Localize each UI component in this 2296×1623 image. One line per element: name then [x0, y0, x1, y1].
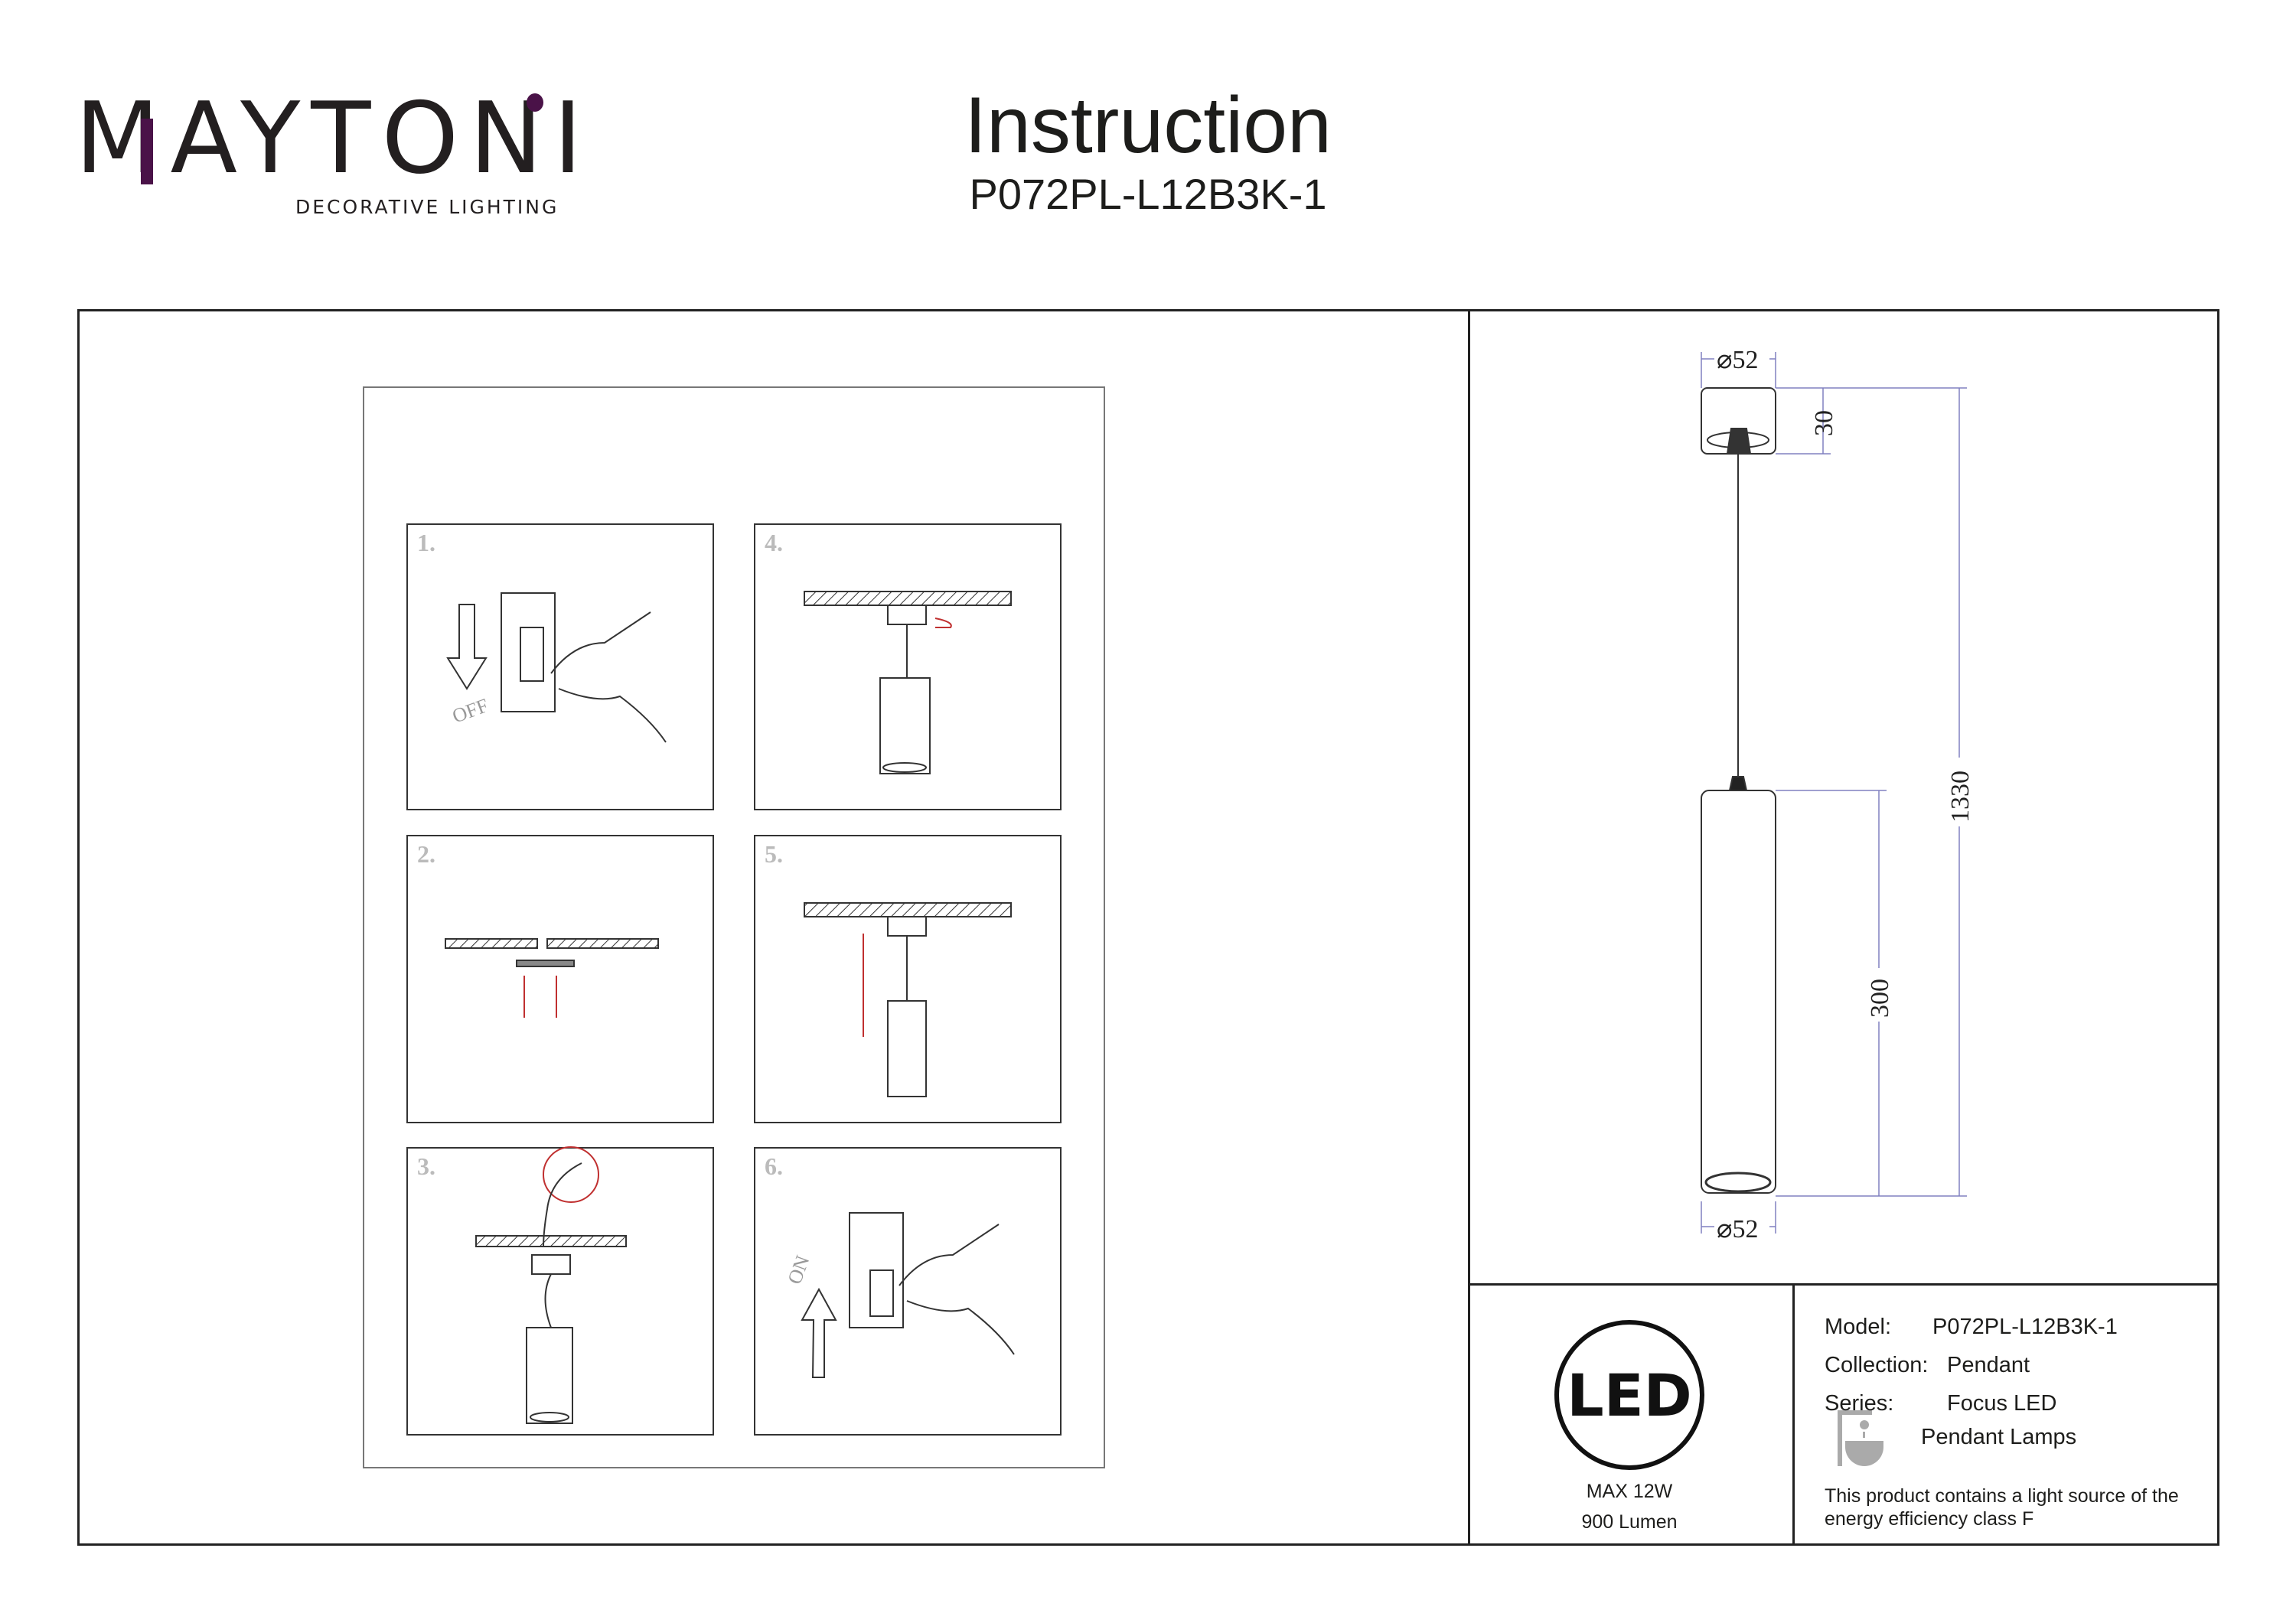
step-panel-1: [406, 523, 714, 810]
step-label-on: ON: [783, 1253, 814, 1287]
switch-on-icon: [801, 1212, 1015, 1378]
step-number: 3.: [417, 1152, 435, 1180]
dim-top-diameter: ⌀52: [1717, 346, 1758, 374]
dim-bottom-diameter: ⌀52: [1717, 1215, 1758, 1243]
main-frame: [77, 309, 2219, 1546]
led-badge-text: LED: [1567, 1361, 1691, 1429]
power-rating: MAX 12W: [1586, 1481, 1673, 1502]
step-panel-3: [406, 1147, 714, 1436]
logo-accent-bar: [141, 119, 153, 184]
step-number: 4.: [765, 529, 783, 556]
dim-body-height: 300: [1866, 979, 1894, 1018]
pendant-lamp-category-icon: [1838, 1410, 1883, 1466]
instruction-sheet: [363, 386, 1105, 1468]
collection-value: Pendant: [1947, 1353, 2030, 1377]
brand-tagline: DECORATIVE LIGHTING: [295, 196, 559, 218]
divider-horizontal: [1468, 1283, 2219, 1286]
ceiling-mount-icon: [445, 938, 659, 1018]
step-number: 1.: [417, 529, 435, 556]
series-label: Series:: [1825, 1391, 1894, 1416]
step-panel-4: [754, 523, 1062, 810]
model-subtitle: P072PL-L12B3K-1: [969, 170, 1327, 218]
step-number: 6.: [765, 1152, 783, 1180]
step-number: 2.: [417, 840, 435, 868]
dim-canopy-height: 30: [1810, 410, 1838, 436]
step-panel-2: [406, 835, 714, 1123]
step-number: 5.: [765, 840, 783, 868]
step-panel-6: [754, 1147, 1062, 1436]
lumen-rating: 900 Lumen: [1581, 1511, 1678, 1533]
pendant-lamp-drawing: [1701, 387, 1776, 1194]
led-badge-icon: [1554, 1320, 1704, 1470]
collection-label: Collection:: [1825, 1353, 1929, 1377]
switch-off-icon: [446, 592, 667, 743]
dim-total-height: 1330: [1946, 771, 1975, 823]
page-title: Instruction: [964, 81, 1332, 170]
energy-note: This product contains a light source of …: [1825, 1485, 2179, 1530]
mount-canopy-icon: [804, 591, 1012, 774]
logo-accent-dot: [527, 93, 543, 112]
wiring-icon: [475, 1146, 627, 1424]
category-label: Pendant Lamps: [1921, 1425, 2077, 1449]
adjust-height-icon: [804, 902, 1012, 1097]
step-label-off: OFF: [449, 694, 491, 728]
divider-specs: [1792, 1283, 1795, 1546]
step-panel-5: [754, 835, 1062, 1123]
brand-name: MAYTONI: [75, 82, 593, 196]
series-value: Focus LED: [1947, 1391, 2057, 1416]
divider-vertical: [1468, 309, 1470, 1546]
model-value: P072PL-L12B3K-1: [1932, 1315, 2118, 1339]
brand-logo: MAYTONI: [75, 90, 593, 188]
model-label: Model:: [1825, 1315, 1892, 1339]
